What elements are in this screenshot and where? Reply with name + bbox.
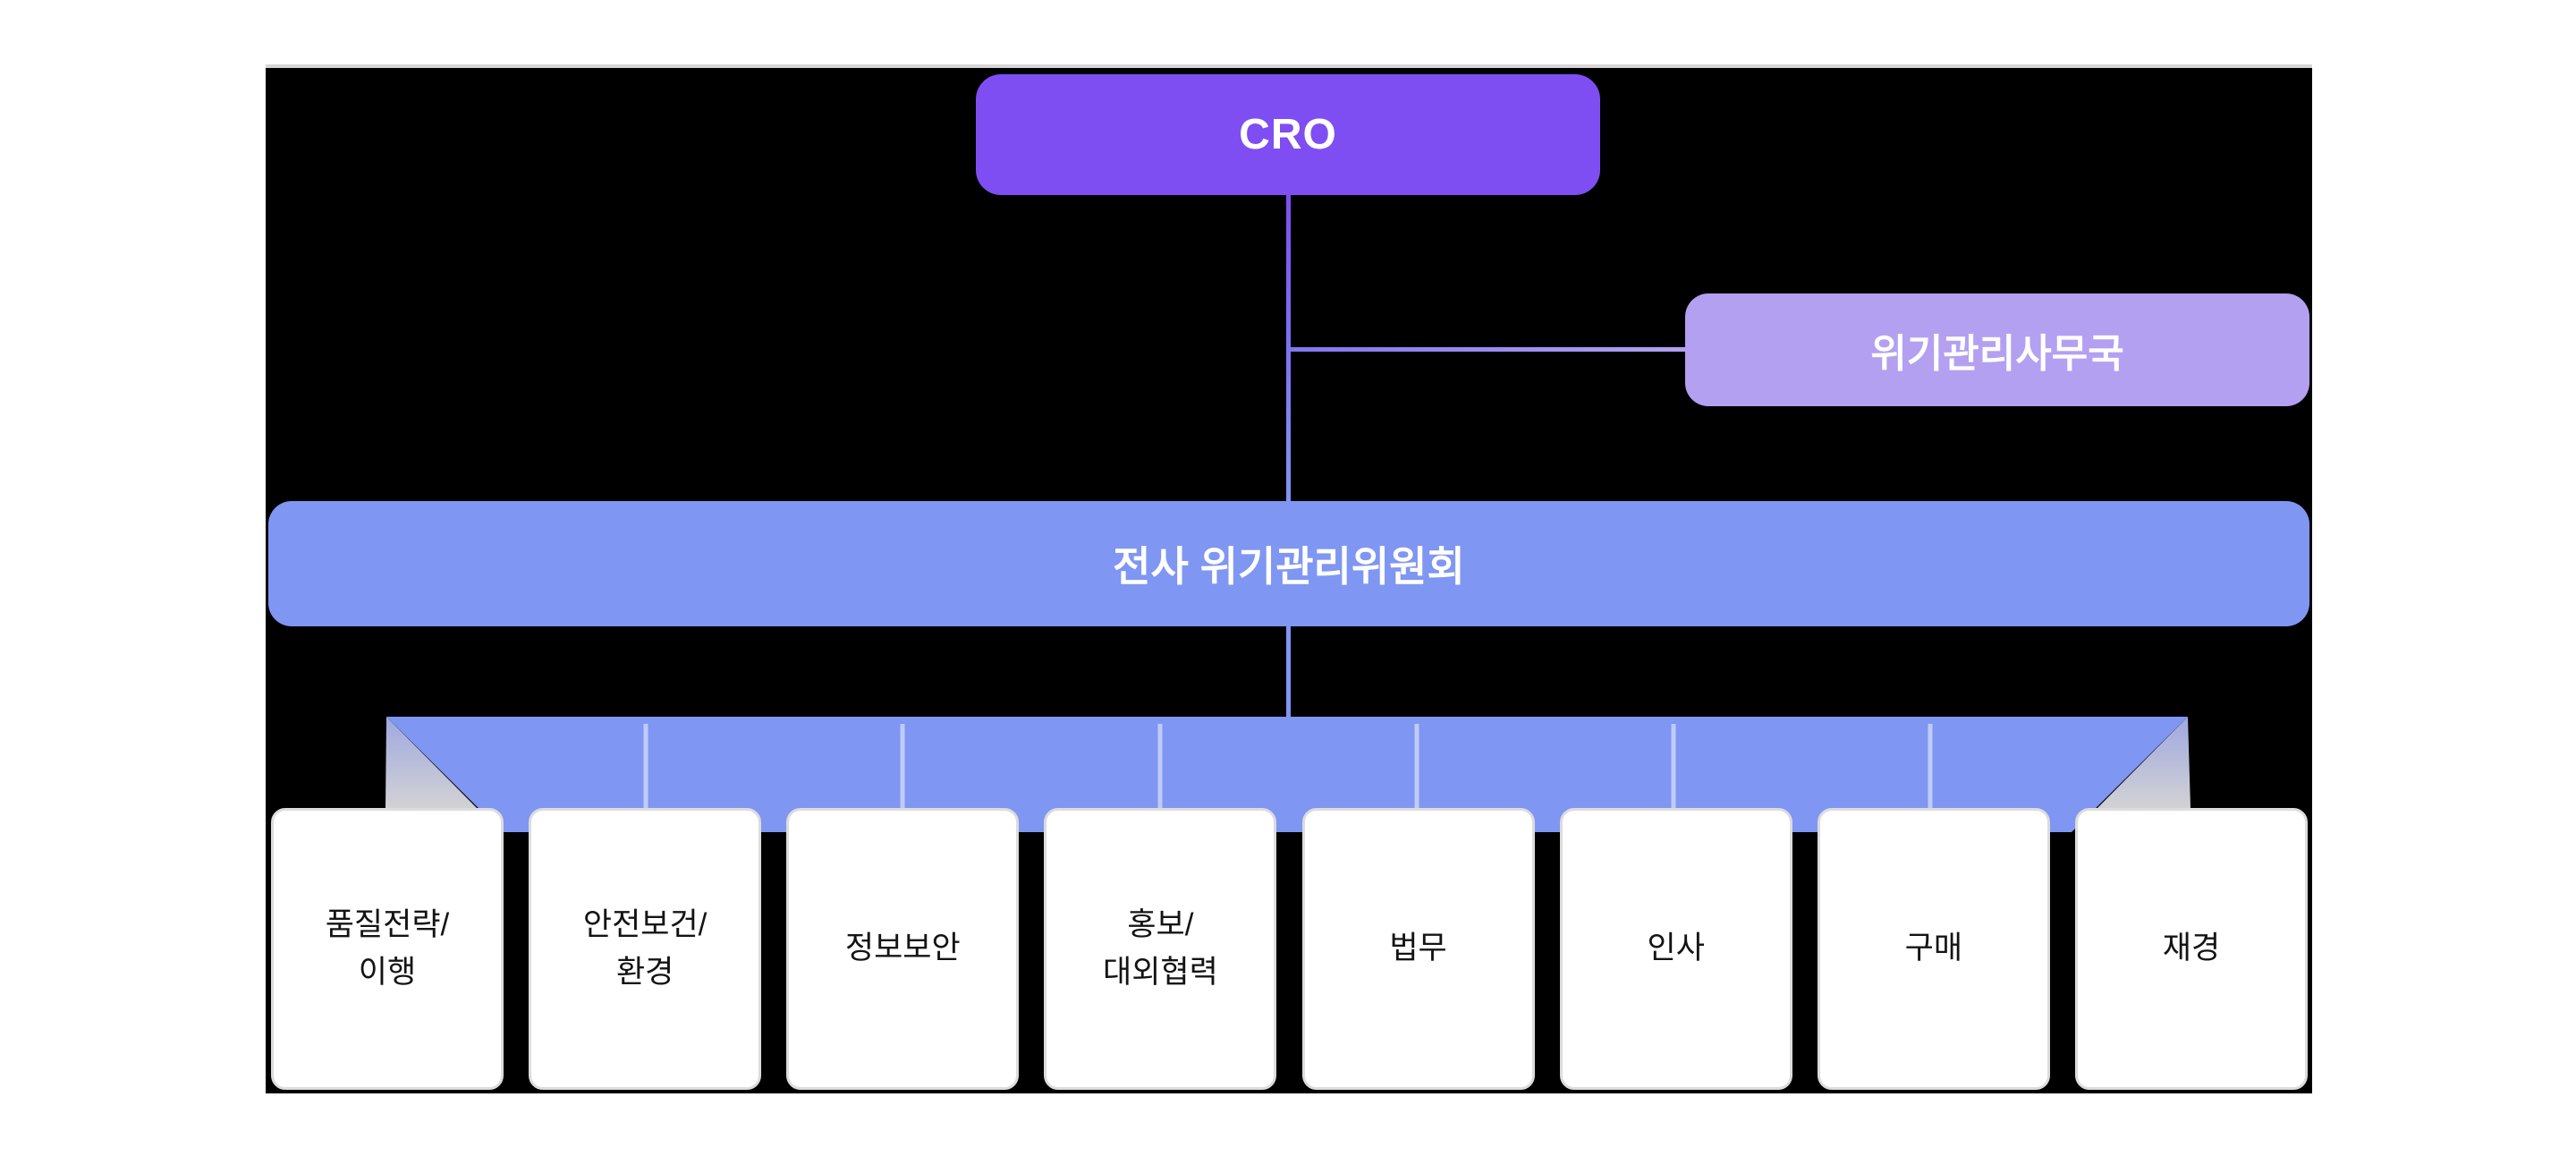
- department-label: 법무: [1389, 931, 1447, 966]
- department-box-purchasing: 구매: [1817, 808, 2050, 1090]
- fold-right: [2097, 717, 2190, 808]
- department-label: 인사: [1647, 931, 1705, 966]
- department-label: 정보보안: [844, 931, 961, 966]
- cro-label: CRO: [1239, 111, 1337, 158]
- department-label: 구매: [1904, 931, 1963, 966]
- department-box-quality: 품질전략/ 이행: [271, 808, 504, 1090]
- office-label: 위기관리사무국: [1870, 332, 2124, 376]
- cro-node: CRO: [976, 74, 1600, 195]
- department-box-pr-external: 홍보/ 대외협력: [1044, 808, 1277, 1090]
- fold-left: [386, 717, 477, 808]
- department-label: 안전보건/ 환경: [582, 907, 708, 990]
- committee-label: 전사 위기관리위원회: [1113, 543, 1465, 590]
- crisis-management-office-node: 위기관리사무국: [1685, 293, 2309, 406]
- department-box-safety-environment: 안전보건/ 환경: [529, 808, 762, 1090]
- department-box-finance: 재경: [2074, 808, 2308, 1090]
- department-label: 품질전략/ 이행: [325, 907, 450, 990]
- fan-ribbon-connector: [386, 717, 2190, 832]
- connector-cro-to-committee: [1286, 195, 1291, 501]
- connector-to-office: [1289, 347, 1685, 352]
- department-box-hr: 인사: [1559, 808, 1792, 1090]
- department-label: 재경: [2162, 931, 2221, 966]
- department-box-legal: 법무: [1301, 808, 1535, 1090]
- department-label: 홍보/ 대외협력: [1103, 907, 1218, 990]
- committee-bar: 전사 위기관리위원회: [268, 501, 2309, 626]
- connector-committee-to-band: [1286, 626, 1291, 717]
- department-box-information-security: 정보보안: [786, 808, 1020, 1090]
- band-body: [386, 717, 2188, 832]
- department-row: 품질전략/ 이행 안전보건/ 환경 정보보안 홍보/ 대외협력 법무 인사 구매…: [271, 808, 2308, 1090]
